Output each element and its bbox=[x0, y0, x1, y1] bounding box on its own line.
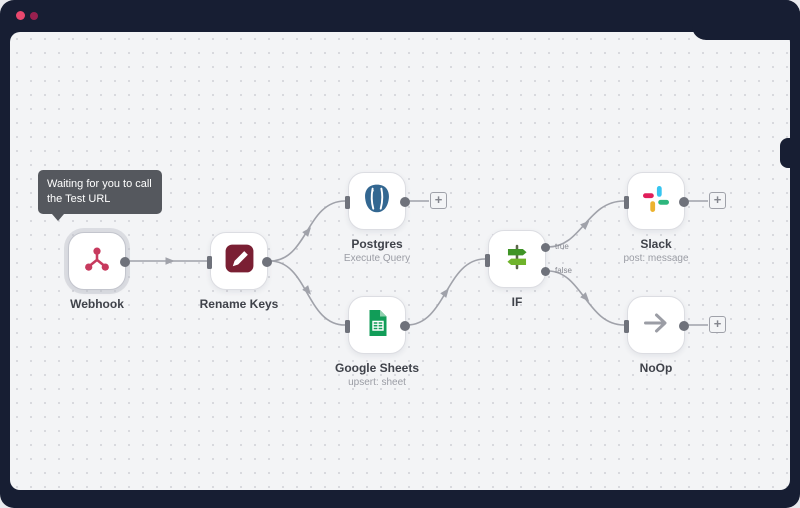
if-signpost-icon bbox=[500, 240, 534, 279]
postgres-output-endpoint[interactable] bbox=[400, 197, 410, 207]
if-false-output-endpoint[interactable] bbox=[541, 267, 550, 276]
node-rename-keys-label: Rename Keys bbox=[199, 297, 279, 311]
slack-output-endpoint[interactable] bbox=[679, 197, 689, 207]
window-dot-close[interactable] bbox=[16, 11, 25, 20]
workflow-canvas[interactable]: Waiting for you to call the Test URL Web… bbox=[10, 32, 790, 490]
rename-keys-input-endpoint[interactable] bbox=[207, 256, 212, 269]
node-if-label: IF bbox=[511, 295, 523, 309]
frame-tab-notch bbox=[692, 0, 800, 40]
node-rename-keys[interactable]: Rename Keys bbox=[189, 232, 289, 311]
noop-arrow-icon bbox=[640, 307, 672, 344]
node-postgres-box[interactable] bbox=[345, 172, 410, 230]
node-postgres-sublabel: Execute Query bbox=[343, 253, 411, 264]
webhook-waiting-tooltip: Waiting for you to call the Test URL bbox=[38, 170, 162, 221]
node-webhook-box[interactable] bbox=[68, 232, 130, 290]
node-postgres-label: Postgres bbox=[351, 237, 403, 251]
node-noop[interactable]: NoOp bbox=[606, 296, 706, 375]
window-controls bbox=[16, 11, 38, 20]
node-rename-keys-box[interactable] bbox=[207, 232, 272, 290]
node-slack-label: Slack bbox=[640, 237, 672, 251]
window-dot-minimize[interactable] bbox=[30, 12, 38, 20]
postgres-input-endpoint[interactable] bbox=[345, 196, 350, 209]
if-true-output-endpoint[interactable] bbox=[541, 243, 550, 252]
node-if-box[interactable] bbox=[485, 230, 550, 288]
node-slack-box[interactable] bbox=[624, 172, 689, 230]
slack-icon bbox=[640, 183, 672, 220]
if-false-label: false bbox=[555, 266, 572, 275]
node-slack-sublabel: post: message bbox=[623, 253, 689, 264]
arrowhead bbox=[580, 220, 590, 230]
arrowhead bbox=[302, 227, 312, 237]
node-noop-label: NoOp bbox=[639, 361, 673, 375]
node-google-sheets[interactable]: Google Sheets upsert: sheet bbox=[327, 296, 427, 388]
noop-output-endpoint[interactable] bbox=[679, 321, 689, 331]
noop-input-endpoint[interactable] bbox=[624, 320, 629, 333]
google-sheets-icon bbox=[361, 307, 393, 344]
rename-keys-icon bbox=[223, 242, 256, 280]
if-input-endpoint[interactable] bbox=[485, 254, 490, 267]
node-google-sheets-sublabel: upsert: sheet bbox=[348, 377, 406, 388]
connection-lines bbox=[128, 200, 708, 326]
postgres-icon bbox=[359, 181, 395, 222]
add-node-button-noop[interactable]: + bbox=[709, 316, 726, 333]
node-webhook-label: Webhook bbox=[70, 297, 124, 311]
webhook-icon bbox=[80, 242, 114, 281]
google-sheets-output-endpoint[interactable] bbox=[400, 321, 410, 331]
arrowhead bbox=[165, 257, 175, 265]
node-noop-box[interactable] bbox=[624, 296, 689, 354]
if-true-label: true bbox=[555, 242, 569, 251]
arrowhead bbox=[580, 292, 590, 302]
add-node-button-slack[interactable]: + bbox=[709, 192, 726, 209]
connection-rename-sheets[interactable] bbox=[269, 260, 346, 326]
webhook-output-endpoint[interactable] bbox=[120, 257, 130, 267]
node-webhook[interactable]: Webhook bbox=[47, 232, 147, 311]
node-slack[interactable]: Slack post: message bbox=[606, 172, 706, 264]
rename-keys-output-endpoint[interactable] bbox=[262, 257, 272, 267]
google-sheets-input-endpoint[interactable] bbox=[345, 320, 350, 333]
node-postgres[interactable]: Postgres Execute Query bbox=[327, 172, 427, 264]
add-node-button-postgres[interactable]: + bbox=[430, 192, 447, 209]
arrowhead bbox=[440, 288, 449, 298]
node-google-sheets-label: Google Sheets bbox=[334, 361, 420, 375]
arrowhead bbox=[302, 285, 312, 295]
slack-input-endpoint[interactable] bbox=[624, 196, 629, 209]
node-google-sheets-box[interactable] bbox=[345, 296, 410, 354]
node-if[interactable]: IF bbox=[467, 230, 567, 309]
frame-side-notch bbox=[780, 138, 796, 168]
